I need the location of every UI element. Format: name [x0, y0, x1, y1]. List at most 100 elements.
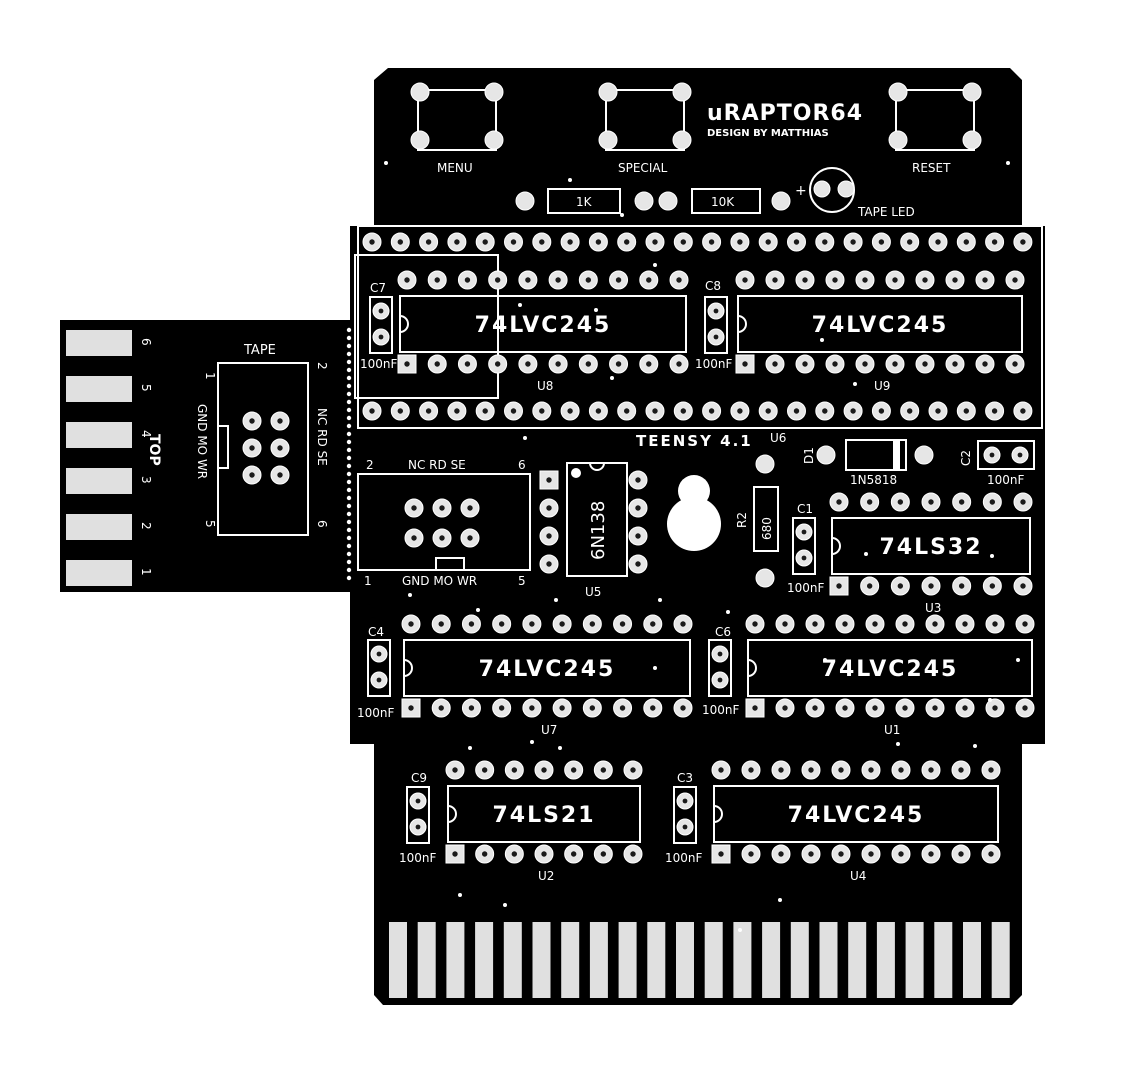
- u5-pins: [539, 470, 648, 574]
- tape-finger[interactable]: [66, 560, 132, 586]
- tape-label: TAPE: [243, 343, 276, 358]
- edge-finger[interactable]: [589, 922, 608, 998]
- tape-led: [809, 167, 855, 213]
- edge-finger[interactable]: [532, 922, 551, 998]
- c3-val: 100nF: [665, 851, 703, 865]
- teensy-label: TEENSY 4.1: [636, 432, 753, 450]
- edge-finger[interactable]: [733, 922, 752, 998]
- led-plus: +: [795, 183, 807, 199]
- special-button[interactable]: SPECIAL: [598, 82, 692, 175]
- conn-top-right: 6: [518, 458, 526, 472]
- edge-finger[interactable]: [618, 922, 637, 998]
- u2-ref: U2: [538, 869, 554, 883]
- u8-part: 74LVC245: [475, 313, 612, 338]
- edge-finger[interactable]: [876, 922, 895, 998]
- tape-right-labels: NC RD SE: [315, 408, 329, 466]
- c2-ref: C2: [959, 450, 973, 466]
- conn-top-left: 2: [366, 458, 374, 472]
- teensy-pin-row-top: [362, 232, 1033, 252]
- edge-finger[interactable]: [963, 922, 981, 998]
- edge-finger[interactable]: [647, 922, 666, 998]
- edge-finger[interactable]: [417, 922, 436, 998]
- header-right-6: 6: [315, 520, 329, 528]
- d1-part: 1N5818: [850, 473, 897, 487]
- edge-finger[interactable]: [389, 922, 407, 998]
- reset-button-label: RESET: [912, 161, 951, 175]
- menu-button[interactable]: MENU: [410, 82, 504, 175]
- tape-pin-number: 3: [139, 476, 153, 484]
- header-right-2: 2: [315, 362, 329, 370]
- r2-val: 680: [760, 517, 774, 540]
- teensy-pin-row-bottom: [362, 401, 1033, 421]
- tape-finger[interactable]: [66, 468, 132, 494]
- tape-led-label: TAPE LED: [857, 205, 915, 219]
- edge-finger[interactable]: [762, 922, 781, 998]
- u2-part: 74LS21: [492, 803, 595, 828]
- edge-finger[interactable]: [704, 922, 723, 998]
- vias: [384, 161, 1020, 932]
- c9-ref: C9: [411, 771, 427, 785]
- u1-ref: U1: [884, 723, 900, 737]
- c8-val: 100nF: [695, 357, 733, 371]
- mounting-hole: [667, 475, 721, 551]
- board-title: uRAPTOR64: [707, 101, 863, 126]
- diode-d1: [845, 439, 907, 471]
- edge-connector-fingers[interactable]: [389, 922, 1010, 998]
- edge-finger[interactable]: [905, 922, 924, 998]
- teensy-outline: [357, 225, 1043, 429]
- tape-finger[interactable]: [66, 330, 132, 356]
- u3-ref: U3: [925, 601, 941, 615]
- u9-part: 74LVC245: [812, 313, 949, 338]
- conn-bottom-labels: GND MO WR: [402, 574, 477, 588]
- tape-finger[interactable]: [66, 422, 132, 448]
- edge-finger[interactable]: [934, 922, 953, 998]
- d1-ref: D1: [802, 447, 816, 464]
- u4-part: 74LVC245: [788, 803, 925, 828]
- reset-button[interactable]: RESET: [888, 82, 982, 175]
- header-left-1: 1: [203, 372, 217, 380]
- resistor-10k-label: 10K: [711, 195, 735, 209]
- capacitor-group: C7100nFC8100nFC1100nFC4100nFC6100nFC9100…: [357, 279, 1035, 865]
- board-subtitle: DESIGN BY MATTHIAS: [707, 128, 829, 139]
- conn-bottom-left: 1: [364, 574, 372, 588]
- tape-adapter-board: [60, 320, 352, 592]
- tape-left-labels: GND MO WR: [195, 404, 209, 479]
- resistor-r2: [753, 486, 779, 552]
- tape-connector-pins: [404, 498, 480, 548]
- u9-ref: U9: [874, 379, 890, 393]
- tape-pin-number: 5: [139, 384, 153, 392]
- edge-finger[interactable]: [503, 922, 522, 998]
- edge-finger[interactable]: [790, 922, 809, 998]
- edge-finger[interactable]: [676, 922, 694, 998]
- edge-finger[interactable]: [446, 922, 465, 998]
- tape-finger[interactable]: [66, 376, 132, 402]
- c4-val: 100nF: [357, 706, 395, 720]
- u7-ref: U7: [541, 723, 557, 737]
- edge-finger[interactable]: [475, 922, 494, 998]
- c7-val: 100nF: [360, 357, 398, 371]
- tape-pin-number: 6: [139, 338, 153, 346]
- c4-ref: C4: [368, 625, 384, 639]
- edge-finger[interactable]: [848, 922, 867, 998]
- edge-finger[interactable]: [561, 922, 580, 998]
- tape-edge-fingers[interactable]: [66, 330, 132, 586]
- teensy-ref: U6: [770, 431, 786, 445]
- c1-val: 100nF: [787, 581, 825, 595]
- c6-ref: C6: [715, 625, 731, 639]
- resistor-1k: [547, 188, 621, 214]
- edge-finger[interactable]: [991, 922, 1010, 998]
- resistor-10k: [691, 188, 761, 214]
- tape-header-pins: [242, 411, 290, 485]
- edge-finger[interactable]: [819, 922, 838, 998]
- u5-ref: U5: [585, 585, 601, 599]
- tape-finger[interactable]: [66, 514, 132, 540]
